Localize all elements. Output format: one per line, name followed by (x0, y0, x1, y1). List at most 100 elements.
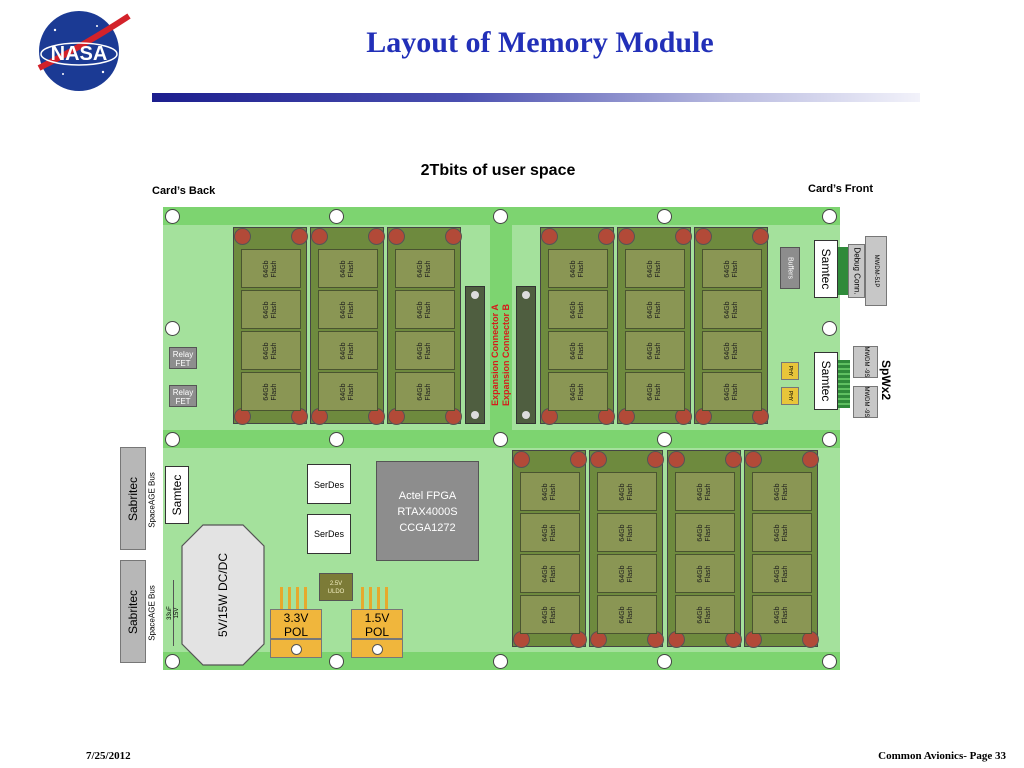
title-gradient-bar (152, 93, 920, 102)
spw-cable (838, 360, 850, 408)
module-pad (598, 228, 615, 245)
footer-date: 7/25/2012 (86, 750, 131, 762)
mounting-hole (657, 209, 672, 224)
mounting-hole (822, 209, 837, 224)
spaceage-bus-label-2: SpaceAGE Bus (147, 585, 157, 641)
spaceage-bus-label-1: SpaceAGE Bus (147, 472, 157, 528)
buffers-chip: Buffers (780, 247, 800, 289)
relay-fet-2: Relay FET (169, 385, 197, 407)
debug-cable (838, 247, 848, 295)
relay-fet-2-label: Relay FET (172, 388, 194, 406)
sabritec-connector-2: Sabritec (120, 560, 146, 663)
module-pad (668, 451, 685, 468)
module-pad (368, 228, 385, 245)
module-pad (590, 451, 607, 468)
mounting-hole (329, 654, 344, 669)
module-pad (445, 228, 462, 245)
mounting-hole (822, 432, 837, 447)
samtec-connector-spw: Samtec (814, 352, 838, 410)
module-pad (541, 228, 558, 245)
module-pad (388, 228, 405, 245)
module-pad (675, 228, 692, 245)
module-pad (745, 451, 762, 468)
mounting-hole (329, 209, 344, 224)
mounting-hole (822, 654, 837, 669)
mounting-hole (329, 432, 344, 447)
mounting-hole (493, 432, 508, 447)
dc-dc-converter: 5V/15W DC/DC (181, 524, 265, 666)
mwdm-51p-connector: MWDM-51P (865, 236, 887, 306)
mounting-hole (657, 654, 672, 669)
nasa-logo: NASA (33, 6, 131, 92)
footer-page: Common Avionics- Page 33 (878, 750, 1006, 762)
module-pad (513, 451, 530, 468)
spw-label: SpWx2 (879, 359, 893, 401)
trace-vertical (490, 207, 512, 447)
cards-back-label: Card’s Back (152, 185, 216, 197)
phy-chip-2: PHY (781, 387, 799, 405)
mounting-hole (657, 432, 672, 447)
relay-fet-1: Relay FET (169, 347, 197, 369)
phy-chip-1: PHY (781, 362, 799, 380)
mwdm-9s-connector-2: MWDM -9S (853, 386, 878, 418)
debug-connector: Debug Conn. (848, 244, 865, 298)
mounting-hole (165, 654, 180, 669)
mounting-hole (493, 209, 508, 224)
serdes-chip-2: SerDes (307, 514, 351, 554)
module-pad (618, 228, 635, 245)
